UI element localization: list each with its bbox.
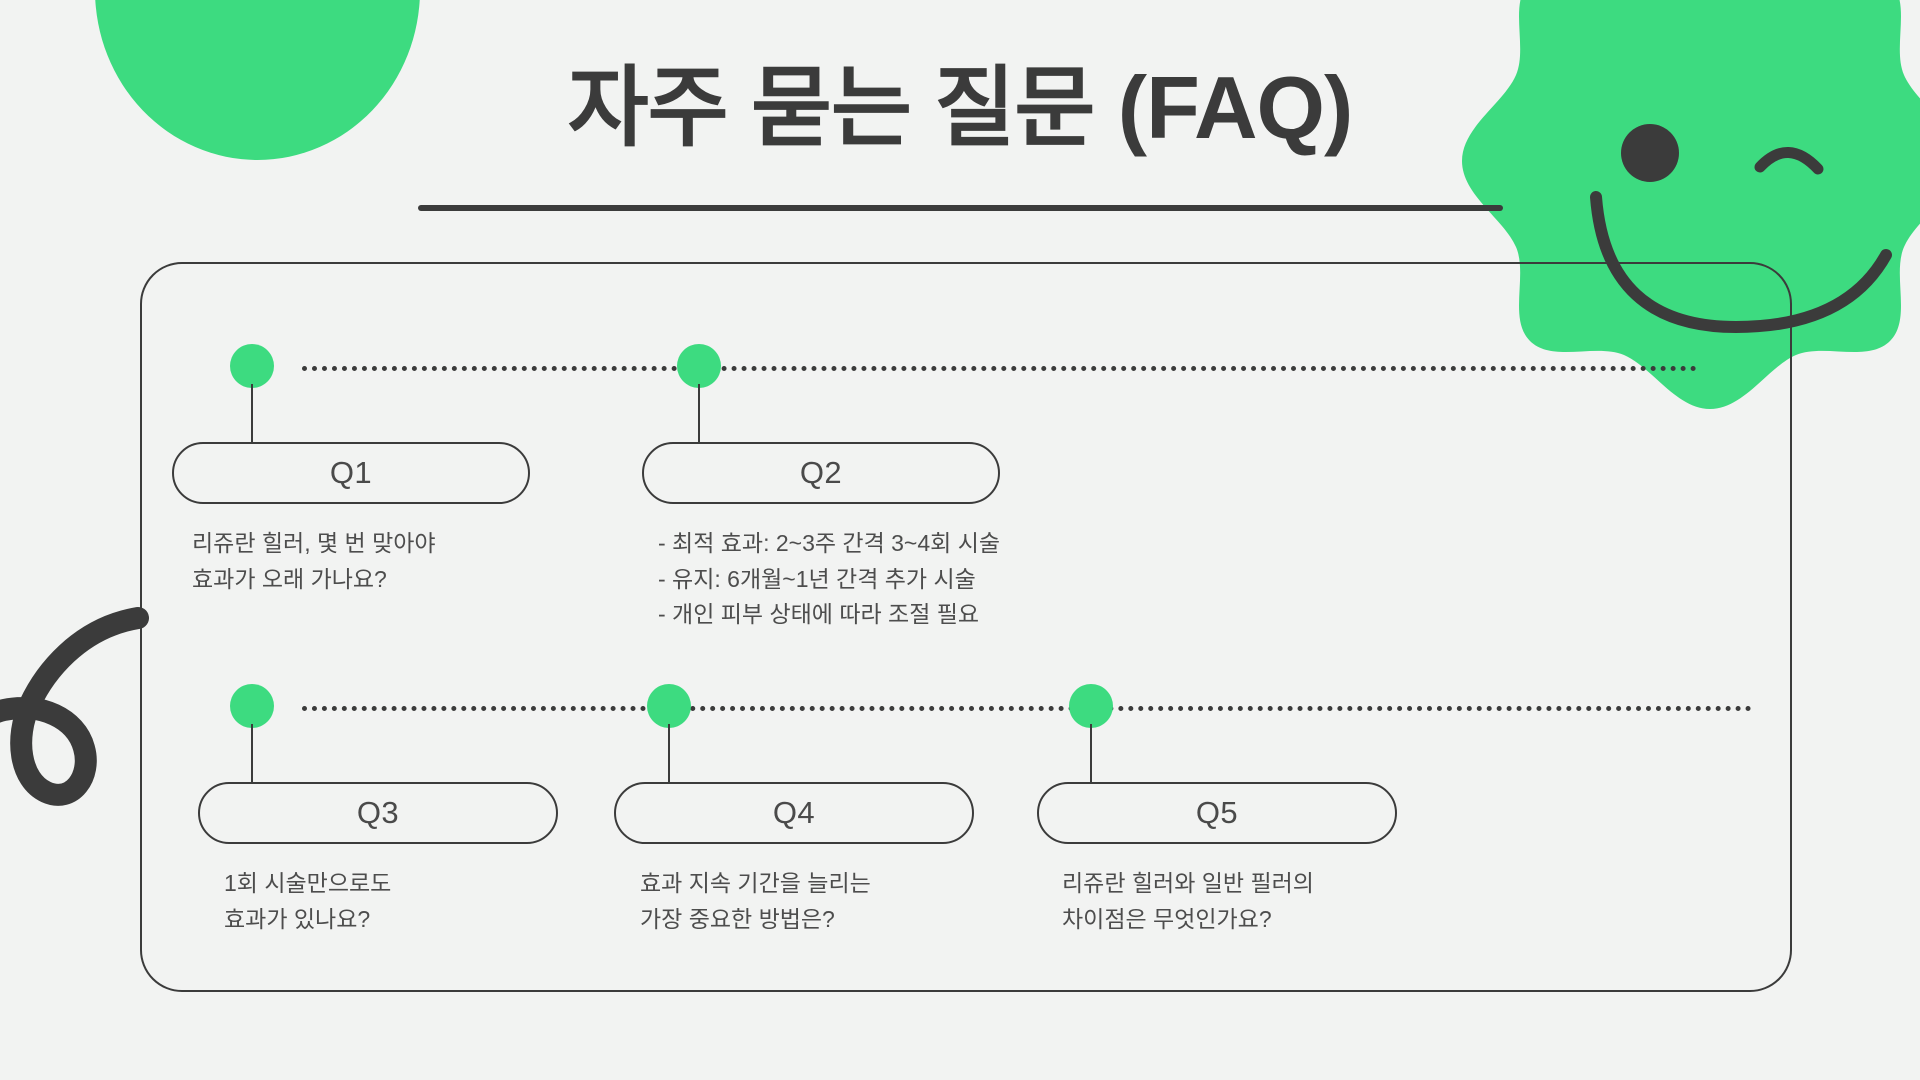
squiggle-decoration (0, 607, 149, 806)
faq-badge-label: Q2 (799, 455, 843, 490)
node-stem (668, 724, 670, 784)
page-title: 자주 묻는 질문 (FAQ) (567, 58, 1354, 157)
node-dot-icon (647, 684, 691, 728)
faq-badge-label: Q3 (356, 795, 400, 830)
node-stem (698, 384, 700, 444)
faq-text-q3: 1회 시술만으로도 효과가 있나요? (224, 870, 392, 932)
faq-text-q5: 리쥬란 힐러와 일반 필러의 차이점은 무엇인가요? (1062, 870, 1314, 932)
faq-badge-q4[interactable]: Q4 (614, 782, 974, 844)
node-dot-icon (677, 344, 721, 388)
node-stem (251, 724, 253, 784)
faq-badge-q2[interactable]: Q2 (642, 442, 1000, 504)
node-stem (251, 384, 253, 444)
node-dot-icon (230, 344, 274, 388)
faq-badge-label: Q1 (329, 455, 373, 490)
faq-badge-q5[interactable]: Q5 (1037, 782, 1397, 844)
row-1-dotted-connector (302, 366, 1697, 371)
faq-text-q1: 리쥬란 힐러, 몇 번 맞아야 효과가 오래 가나요? (192, 530, 436, 592)
faq-badge-q1[interactable]: Q1 (172, 442, 530, 504)
node-dot-icon (230, 684, 274, 728)
faq-text-q4: 효과 지속 기간을 늘리는 가장 중요한 방법은? (640, 870, 871, 932)
node-dot-icon (1069, 684, 1113, 728)
faq-badge-q3[interactable]: Q3 (198, 782, 558, 844)
faq-badge-label: Q5 (1195, 795, 1239, 830)
page-title-wrapper: 자주 묻는 질문 (FAQ) (0, 58, 1920, 157)
title-underline (418, 205, 1503, 211)
node-stem (1090, 724, 1092, 784)
faq-card: Q1 리쥬란 힐러, 몇 번 맞아야 효과가 오래 가나요? Q2 - 최적 효… (140, 262, 1792, 992)
row-2-dotted-connector (302, 706, 1752, 711)
faq-badge-label: Q4 (772, 795, 816, 830)
faq-text-q2: - 최적 효과: 2~3주 간격 3~4회 시술 - 유지: 6개월~1년 간격… (658, 530, 1001, 628)
